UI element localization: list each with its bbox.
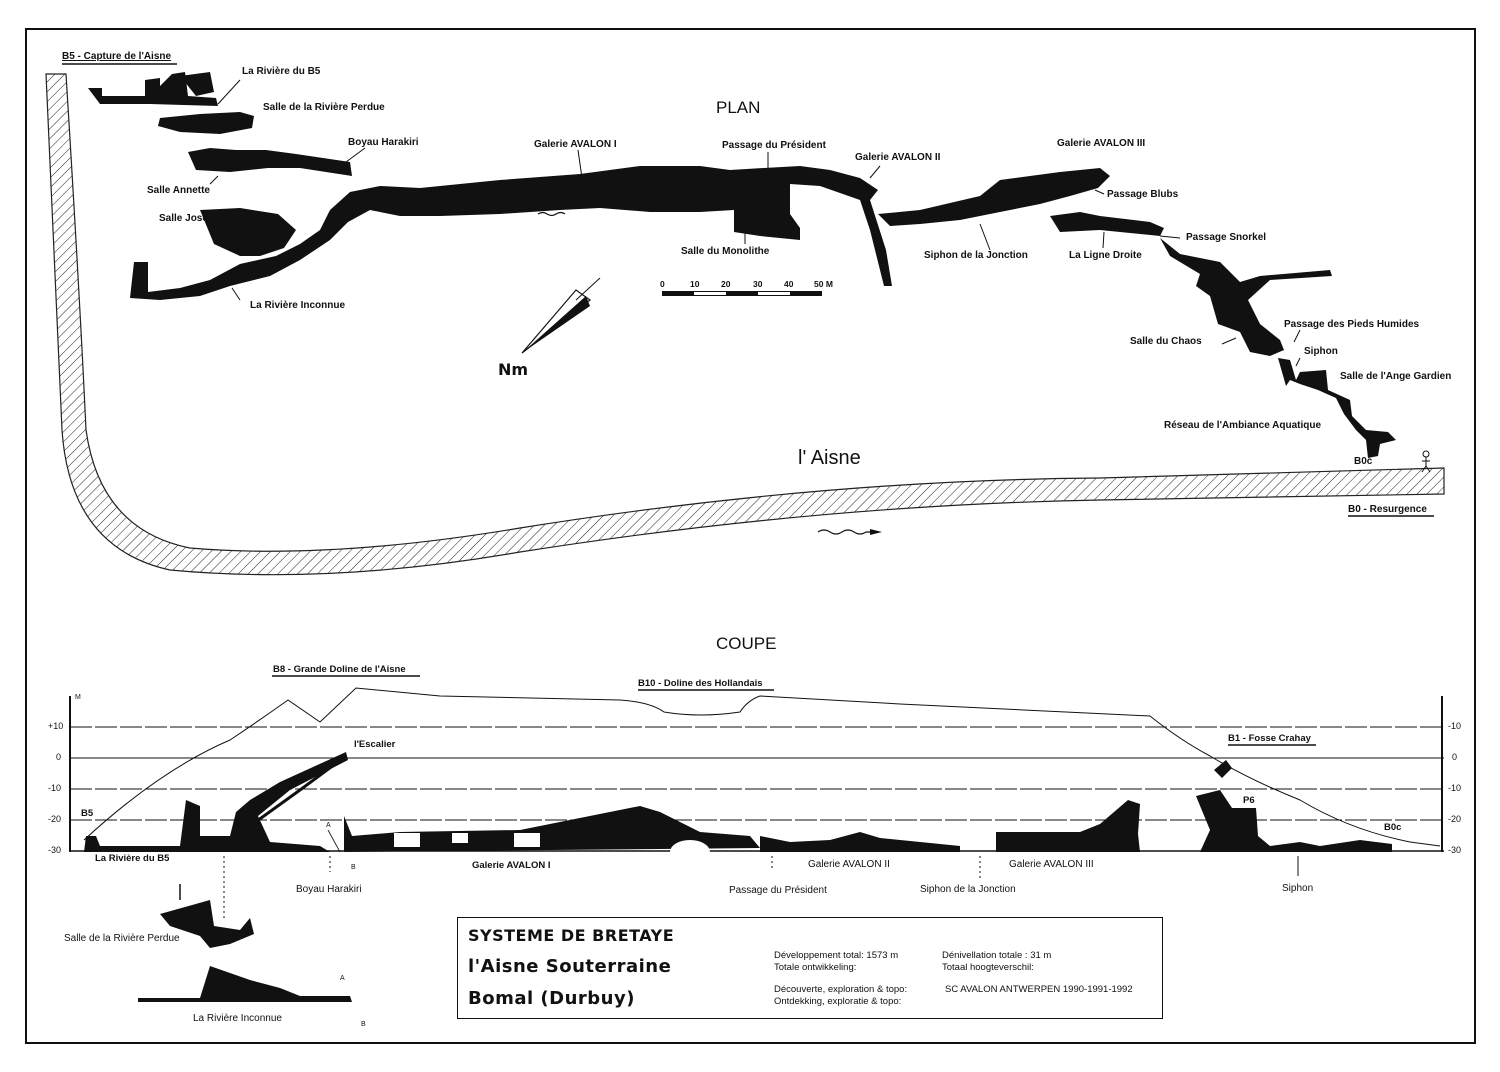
flow-wave-icon (537, 211, 566, 217)
coupe-cave-passages (84, 752, 1392, 852)
axis-unit: M (75, 694, 81, 701)
coupe-axes (69, 696, 1443, 852)
inset-riviere-perdue (160, 884, 254, 948)
coupe-label: B0c (1384, 822, 1402, 833)
dev-label-nl: Totale ontwikkeling: (774, 962, 857, 973)
disc-label-fr: Découverte, exploration & topo: (774, 984, 908, 995)
coupe-label: Siphon de la Jonction (920, 884, 1016, 895)
plan-label: Salle Annette (147, 185, 210, 196)
den-label-fr: Dénivellation totale : 31 m (942, 950, 1052, 961)
subtitle: l'Aisne Souterraine (468, 956, 672, 977)
coupe-label: P6 (1243, 795, 1255, 806)
plan-label: Galerie AVALON I (534, 139, 617, 150)
plan-label: Salle Joseph (159, 213, 221, 224)
left-axis-tick: +10 (48, 721, 64, 731)
coupe-label: Passage du Président (729, 885, 827, 896)
plan-label: Galerie AVALON II (855, 152, 941, 163)
scale-tick: 50 M (814, 279, 833, 289)
doline-label: B10 - Doline des Hollandais (638, 678, 763, 689)
plan-label: La Ligne Droite (1069, 250, 1142, 261)
b0c-label: B0c (1354, 456, 1373, 467)
title-block: SYSTEME DE BRETAYE l'Aisne Souterraine B… (457, 917, 1163, 1019)
coupe-label: B5 (81, 808, 94, 819)
section-marker-b: B (351, 864, 356, 871)
right-axis-tick: -10 (1448, 721, 1462, 731)
plan-label: Salle de la Rivière Perdue (263, 102, 385, 113)
coupe-label: La Rivière du B5 (95, 853, 170, 864)
person-icon (1421, 450, 1431, 473)
left-axis-tick: 0 (56, 752, 62, 762)
inset-label: La Rivière Inconnue (193, 1013, 282, 1024)
plan-label: Passage du Président (722, 140, 826, 151)
coupe-label: Galerie AVALON II (808, 859, 890, 870)
plan-label: Passage Snorkel (1186, 232, 1267, 243)
disc-label-nl: Ontdekking, exploratie & topo: (774, 996, 902, 1007)
section-marker-a: A (326, 822, 331, 829)
north-arrow-icon (521, 277, 601, 354)
coupe-connector-lines (223, 856, 981, 918)
surface-profile (83, 687, 1441, 847)
plan-label: Passage des Pieds Humides (1284, 319, 1420, 330)
plan-label: Siphon de la Jonction (924, 250, 1028, 261)
coupe-gallery-pillars (394, 833, 710, 864)
right-axis-tick: -10 (1448, 783, 1462, 793)
plan-leader-lines (209, 79, 1301, 367)
b5-entrance-label: B5 - Capture de l'Aisne (62, 51, 172, 62)
den-label-nl: Totaal hoogteverschil: (942, 962, 1034, 973)
coupe-label: Boyau Harakiri (296, 884, 362, 895)
right-axis-tick: -20 (1448, 814, 1462, 824)
plan-label: Salle du Chaos (1130, 336, 1202, 347)
plan-cave-passages (88, 72, 1396, 458)
coupe-label: Galerie AVALON III (1009, 859, 1094, 870)
left-axis-tick: -20 (48, 814, 62, 824)
plan-label: Siphon (1304, 346, 1338, 357)
doline-label: B1 - Fosse Crahay (1228, 733, 1311, 744)
left-axis-tick: -30 (48, 845, 62, 855)
scale-tick: 40 (784, 279, 794, 289)
coupe-label: l'Escalier (354, 739, 396, 750)
left-axis-tick: -10 (48, 783, 62, 793)
plan-label: Salle du Monolithe (681, 246, 770, 257)
plan-label: Boyau Harakiri (348, 137, 419, 148)
scale-tick: 0 (660, 279, 665, 289)
plan-label: Passage Blubs (1107, 189, 1179, 200)
plan-label: Réseau de l'Ambiance Aquatique (1164, 420, 1322, 431)
plan-label: Galerie AVALON III (1057, 138, 1146, 149)
plan-label: La Rivière Inconnue (250, 300, 346, 311)
scale-bar (662, 291, 822, 296)
aisne-river-band (45, 73, 1445, 576)
scale-tick: 10 (690, 279, 700, 289)
system-title: SYSTEME DE BRETAYE (468, 926, 675, 945)
inset-marker-a: A (340, 975, 345, 982)
coupe-title: COUPE (716, 634, 777, 653)
north-label: Nm (498, 360, 529, 379)
plan-title: PLAN (716, 98, 761, 117)
resurgence-label: B0 - Resurgence (1348, 504, 1427, 515)
flow-arrow-icon (817, 529, 872, 535)
right-axis-tick: -30 (1448, 845, 1462, 855)
inset-label: Salle de la Rivière Perdue (64, 933, 180, 944)
right-axis-tick: 0 (1452, 752, 1458, 762)
doline-label: B8 - Grande Doline de l'Aisne (273, 664, 406, 675)
coupe-label: Siphon (1282, 883, 1314, 894)
escalier-passage (249, 754, 347, 828)
plan-label: Salle de l'Ange Gardien (1340, 371, 1452, 382)
location: Bomal (Durbuy) (468, 988, 635, 1009)
coupe-label: Galerie AVALON I (472, 860, 551, 871)
scale-tick: 20 (721, 279, 731, 289)
den-value: 31 m (1030, 950, 1052, 961)
dev-label-fr: Développement total: 1573 m (774, 950, 899, 961)
map-frame (25, 28, 1476, 1044)
dev-value: 1573 m (866, 950, 899, 961)
inset-riviere-inconnue (138, 966, 352, 1002)
disc-value: SC AVALON ANTWERPEN 1990-1991-1992 (945, 984, 1133, 995)
inset-marker-b: B (361, 1021, 366, 1028)
river-label: l' Aisne (798, 447, 861, 469)
scale-tick: 30 (753, 279, 763, 289)
plan-label: La Rivière du B5 (242, 66, 321, 77)
doline-underlines (272, 675, 1316, 746)
